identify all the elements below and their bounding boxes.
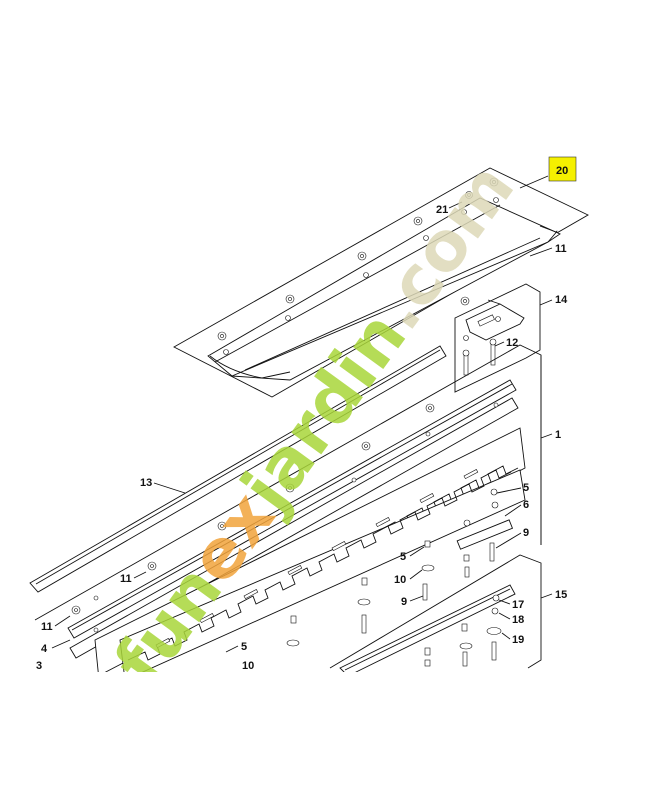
assembly-frame-20 [173,167,589,398]
label-1[interactable]: 1 [555,429,561,441]
label-12[interactable]: 12 [506,337,518,349]
highlight-box [548,156,577,182]
label-14[interactable]: 14 [555,294,568,306]
label-4[interactable]: 4 [41,643,48,655]
clip [465,303,525,341]
label-17[interactable]: 17 [512,599,524,611]
lower-blade [119,469,526,681]
label-11-mid[interactable]: 11 [120,573,132,585]
label-15[interactable]: 15 [555,589,567,601]
label-11-bottom[interactable]: 11 [41,621,53,633]
guide-bar [29,345,447,593]
label-21[interactable]: 21 [436,204,448,216]
cover-rivets [217,177,499,355]
label-10-a[interactable]: 10 [394,574,406,586]
label-11-top[interactable]: 11 [555,243,567,255]
spacer-plate [456,519,514,550]
small-parts [286,488,514,647]
main-assembly [29,344,542,691]
label-19[interactable]: 19 [512,634,524,646]
label-6[interactable]: 6 [523,499,529,511]
callout-20-highlighted[interactable]: 20 [548,156,577,182]
label-3[interactable]: 3 [36,660,42,672]
label-9-a[interactable]: 9 [523,527,529,539]
blade-slots [155,469,479,649]
blade-cover-assembly [173,167,589,398]
label-5-c[interactable]: 5 [241,641,247,653]
label-18[interactable]: 18 [512,614,524,626]
label-13[interactable]: 13 [140,477,152,489]
label-9-b[interactable]: 9 [401,596,407,608]
lower-assembly [329,554,542,677]
clip-assembly [454,283,541,393]
label-20: 20 [556,165,568,177]
nuts [71,402,499,633]
label-5-b[interactable]: 5 [400,551,406,563]
page-bottom-blank [0,672,652,800]
label-10-b[interactable]: 10 [242,660,254,672]
label-5-a[interactable]: 5 [523,482,529,494]
